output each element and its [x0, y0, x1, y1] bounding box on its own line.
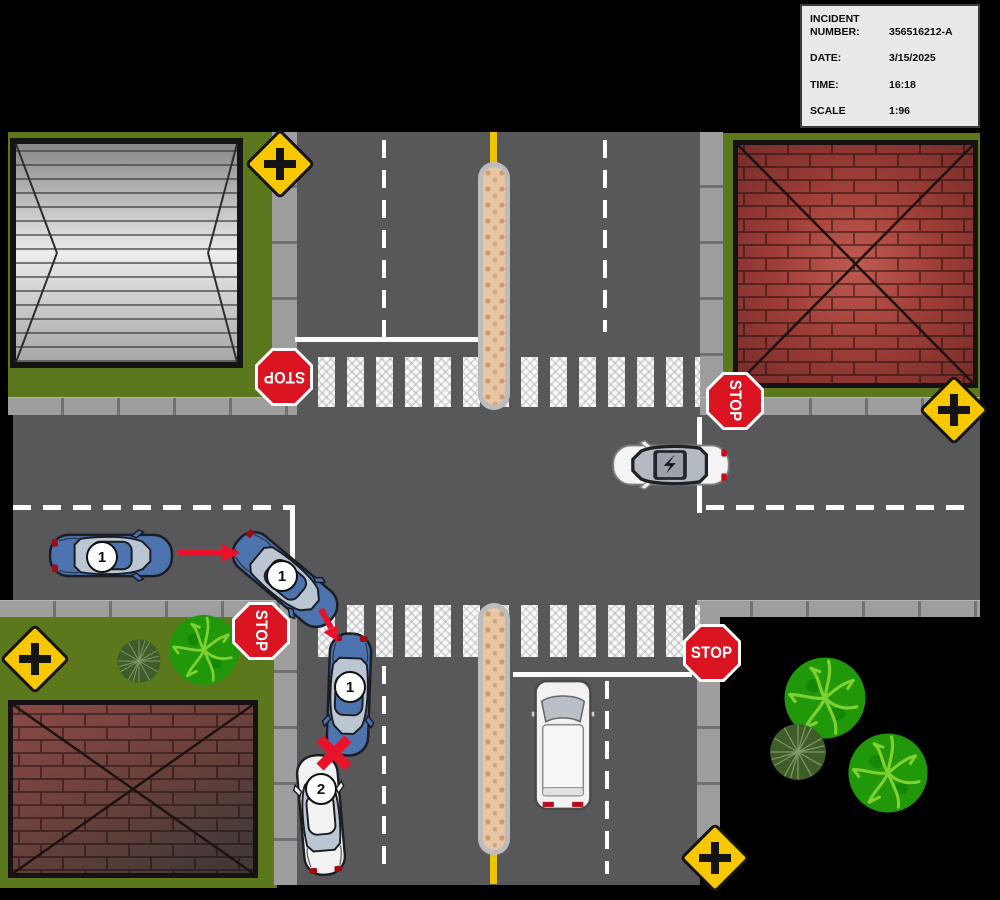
lane-dash-north-right	[603, 140, 607, 332]
lane-dash-south-left	[382, 666, 386, 874]
scale-value: 1:96	[889, 105, 911, 117]
building-red-roof-northeast[interactable]	[733, 140, 978, 388]
sidewalk-sw-column	[274, 617, 297, 885]
median-north-fill	[483, 167, 505, 405]
scale-row: SCALE 1:96	[810, 105, 970, 118]
stop-sign-text: STOP	[726, 380, 745, 422]
tree-southwest[interactable]	[166, 612, 242, 688]
lane-dash-west	[13, 505, 290, 510]
building-gray-roof-northwest[interactable]	[10, 138, 243, 368]
center-line-north	[490, 132, 497, 166]
stop-sign-text: STOP	[691, 643, 733, 662]
time-value: 16:18	[889, 78, 916, 91]
vehicle1-label-position1[interactable]: 1	[86, 541, 118, 573]
vehicle1-label-position2[interactable]: 1	[266, 560, 298, 592]
vehicle2-white-car[interactable]	[288, 750, 355, 880]
vehicle-white-van[interactable]	[531, 678, 595, 812]
date-value: 3/15/2025	[889, 52, 936, 64]
incident-number-row: INCIDENT NUMBER: 356516212-A	[810, 13, 970, 38]
stop-sign-northeast[interactable]: STOP	[706, 372, 764, 430]
crossroad-plus-icon	[693, 836, 737, 880]
median-south-fill	[483, 608, 505, 850]
time-row: TIME: 16:18	[810, 79, 970, 92]
building-red-roof-southwest[interactable]	[8, 700, 258, 878]
crossroad-plus-icon	[13, 637, 57, 681]
scale-label: SCALE	[810, 105, 846, 117]
date-label: DATE:	[810, 52, 842, 64]
bush-southeast[interactable]	[767, 721, 829, 783]
lane-dash-south-right	[605, 681, 609, 874]
lane-dash-east	[706, 505, 976, 510]
stop-line-south	[513, 672, 692, 677]
center-line-south	[490, 851, 497, 884]
date-row: DATE: 3/15/2025	[810, 52, 970, 65]
stop-sign-text: STOP	[263, 368, 305, 387]
stop-line-west	[290, 505, 295, 562]
crossroad-plus-icon	[932, 388, 976, 432]
incident-number-value: 356516212-A	[889, 25, 953, 38]
crossroad-plus-icon	[258, 142, 302, 186]
vehicle2-label[interactable]: 2	[305, 773, 337, 805]
sidewalk-se-row	[697, 600, 980, 617]
stop-line-north	[295, 337, 478, 342]
incident-info-panel[interactable]: INCIDENT NUMBER: 356516212-A DATE: 3/15/…	[800, 4, 980, 128]
sidewalk-sw-row	[0, 600, 297, 617]
vehicle-white-ev-car[interactable]	[610, 438, 732, 492]
vehicle1-label-position3[interactable]: 1	[334, 671, 366, 703]
sidewalk-ne-column	[700, 132, 723, 397]
bush-southwest[interactable]	[115, 637, 163, 685]
time-label: TIME:	[810, 78, 839, 91]
stop-sign-southwest[interactable]: STOP	[232, 602, 290, 660]
stop-sign-southeast[interactable]: STOP	[683, 624, 741, 682]
median-north[interactable]	[478, 162, 510, 410]
lane-dash-north-left	[382, 140, 386, 340]
tree-southeast-lower[interactable]	[845, 730, 931, 816]
stop-sign-text: STOP	[252, 610, 271, 652]
sidewalk-ne-row	[700, 397, 980, 415]
median-south[interactable]	[478, 603, 510, 855]
incident-number-label: INCIDENT NUMBER:	[810, 13, 860, 38]
stop-sign-northwest[interactable]: STOP	[255, 348, 313, 406]
sidewalk-nw-row	[8, 397, 297, 415]
